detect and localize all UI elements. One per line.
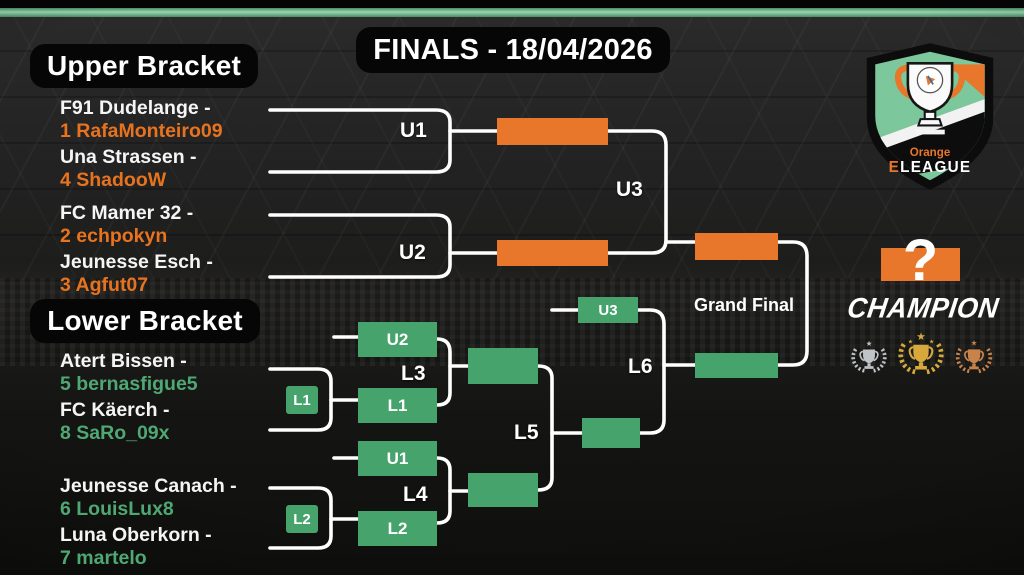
- slot-l2-winner: L2: [358, 511, 437, 546]
- team-entry: Una Strassen - 4 ShadooW: [60, 146, 223, 191]
- slot-l6-winner: [695, 353, 778, 378]
- player-name: 7 martelo: [60, 546, 147, 569]
- team-name: Una Strassen -: [60, 146, 197, 168]
- slot-l5-winner: [582, 418, 640, 448]
- slot-u3-drop: U3: [578, 297, 638, 323]
- slot-l1-winner: L1: [358, 388, 437, 423]
- upper-match1-teams: F91 Dudelange - 1 RafaMonteiro09 Una Str…: [60, 97, 223, 191]
- team-name: Jeunesse Canach -: [60, 475, 237, 497]
- tag-l1: L1: [286, 386, 318, 414]
- slot-u1-drop: U1: [358, 441, 437, 476]
- team-entry: Jeunesse Esch - 3 Agfut07: [60, 251, 213, 296]
- bronze-trophy-icon: ★: [955, 339, 993, 374]
- lower-match1-teams: Atert Bissen - 5 bernasfigue5 FC Käerch …: [60, 350, 198, 444]
- upper-match1-winner-box: [497, 118, 608, 145]
- logo-orange-word: Orange: [910, 147, 951, 159]
- finals-date-title: FINALS - 18/04/2026: [356, 27, 670, 73]
- champion-question-mark: ?: [902, 228, 939, 293]
- team-name: Jeunesse Esch -: [60, 251, 213, 273]
- silver-trophy-icon: ★: [851, 339, 887, 373]
- team-name: Luna Oberkorn -: [60, 524, 212, 546]
- logo-league-word: ELEAGUE: [889, 159, 972, 176]
- label-l3: L3: [401, 362, 426, 385]
- svg-text:★: ★: [916, 330, 926, 343]
- label-l5: L5: [514, 421, 539, 444]
- team-name: FC Mamer 32 -: [60, 202, 194, 224]
- player-name: 6 LouisLux8: [60, 497, 174, 520]
- tag-l2: L2: [286, 505, 318, 533]
- connector-l3: [435, 337, 452, 407]
- trophy-icons: ★ ★ ★ ★ ★: [851, 330, 993, 375]
- upper-match2-teams: FC Mamer 32 - 2 echpokyn Jeunesse Esch -…: [60, 202, 213, 296]
- svg-text:★: ★: [971, 339, 978, 348]
- team-name: FC Käerch -: [60, 399, 170, 421]
- team-entry: F91 Dudelange - 1 RafaMonteiro09: [60, 97, 223, 142]
- upper-bracket-title: Upper Bracket: [30, 44, 258, 88]
- svg-text:★: ★: [866, 339, 873, 348]
- upper-final-winner-box: [695, 233, 778, 260]
- connector-l5: [536, 364, 554, 492]
- slot-l3-winner: [468, 348, 538, 384]
- gold-trophy-icon: ★ ★ ★: [898, 330, 944, 375]
- slot-l4-winner: [468, 473, 538, 507]
- lower-match2-teams: Jeunesse Canach - 6 LouisLux8 Luna Oberk…: [60, 475, 237, 569]
- champion-word: CHAMPION: [845, 292, 1001, 324]
- team-name: Atert Bissen -: [60, 350, 187, 372]
- label-u2: U2: [399, 241, 426, 264]
- player-name: 1 RafaMonteiro09: [60, 119, 223, 142]
- connector-l4: [435, 456, 452, 525]
- player-name: 5 bernasfigue5: [60, 372, 198, 395]
- svg-text:★: ★: [929, 339, 934, 346]
- upper-match2-winner-box: [497, 240, 608, 266]
- lower-bracket-title: Lower Bracket: [30, 299, 260, 343]
- slot-u2-drop: U2: [358, 322, 437, 357]
- grand-final-label: Grand Final: [694, 295, 795, 315]
- team-name: F91 Dudelange -: [60, 97, 211, 119]
- player-name: 3 Agfut07: [60, 273, 149, 296]
- player-name: 4 ShadooW: [60, 168, 167, 191]
- player-name: 8 SaRo_09x: [60, 421, 170, 444]
- team-entry: FC Mamer 32 - 2 echpokyn: [60, 202, 213, 247]
- label-u1: U1: [400, 119, 427, 142]
- label-l6: L6: [628, 355, 653, 378]
- team-entry: Luna Oberkorn - 7 martelo: [60, 524, 237, 569]
- svg-text:★: ★: [908, 339, 913, 346]
- eleague-shield-logo: Orange ELEAGUE: [866, 43, 994, 190]
- team-entry: FC Käerch - 8 SaRo_09x: [60, 399, 198, 444]
- team-entry: Jeunesse Canach - 6 LouisLux8: [60, 475, 237, 520]
- player-name: 2 echpokyn: [60, 224, 168, 247]
- label-u3: U3: [616, 178, 643, 201]
- team-entry: Atert Bissen - 5 bernasfigue5: [60, 350, 198, 395]
- label-l4: L4: [403, 483, 428, 506]
